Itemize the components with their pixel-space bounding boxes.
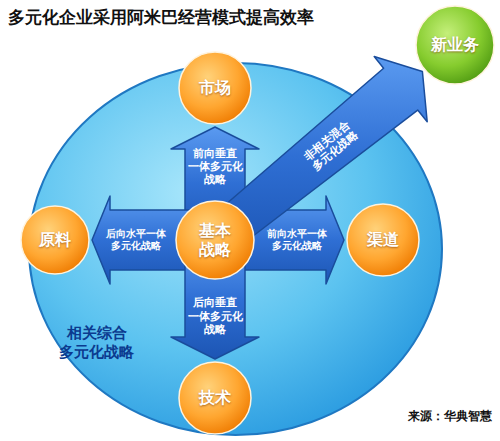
arrow-label: 前向水平一体 多元化战略 xyxy=(266,228,328,252)
region-label: 相关综合 多元化战略 xyxy=(58,324,135,362)
arrow-label: 后向水平一体 多元化战略 xyxy=(105,228,167,252)
arrow-label: 后向垂直 一体多元化战略 xyxy=(187,296,243,336)
strategy-region: 相关综合 多元化战略 市场原料 基本 战略 渠道技术 xyxy=(28,62,443,436)
circle-label: 新业务 xyxy=(431,35,479,54)
diagram-title: 多元化企业采用阿米巴经营模式提高效率 xyxy=(8,6,314,29)
circle-label: 市场 xyxy=(199,78,231,97)
strategy-circle: 渠道 xyxy=(346,203,420,277)
strategy-circle: 原料 xyxy=(20,205,90,275)
circle-label: 基本 战略 xyxy=(194,221,236,259)
strategy-circle: 基本 战略 xyxy=(175,200,255,280)
strategy-circle: 新业务 xyxy=(415,5,495,85)
strategy-circle: 市场 xyxy=(178,51,252,125)
strategy-circle: 技术 xyxy=(178,361,252,435)
source-note: 来源：华典智慧 xyxy=(408,408,492,425)
circle-label: 原料 xyxy=(39,230,71,249)
arrow-label: 前向垂直 一体多元化战略 xyxy=(187,147,243,187)
circle-label: 技术 xyxy=(199,388,231,407)
circle-label: 渠道 xyxy=(367,230,399,249)
